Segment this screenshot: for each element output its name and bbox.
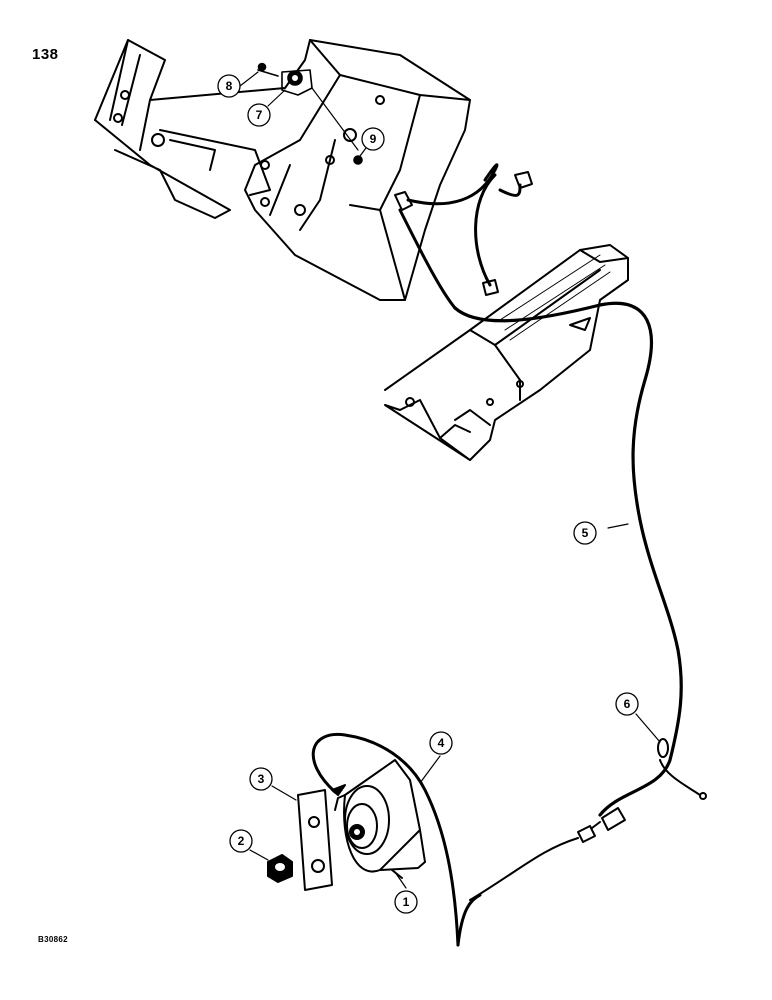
callout-2-label: 2	[238, 834, 245, 848]
callout-2: 2	[229, 829, 253, 853]
horn-wire-lead	[456, 893, 482, 947]
callout-7-label: 7	[256, 108, 263, 122]
page-number: 138	[32, 46, 59, 63]
callout-5-label: 5	[582, 526, 589, 540]
harness-wire	[453, 301, 683, 817]
callout-8-label: 8	[226, 79, 233, 93]
console-frame	[94, 39, 471, 301]
harness-connectors	[469, 738, 707, 901]
callout-9: 9	[361, 127, 385, 151]
callout-3: 3	[249, 767, 273, 791]
callout-8: 8	[217, 74, 241, 98]
callout-4: 4	[429, 731, 453, 755]
callout-9-label: 9	[370, 132, 377, 146]
console-harness	[394, 163, 533, 310]
horn-wire	[311, 732, 460, 947]
callout-3-label: 3	[258, 772, 265, 786]
horn	[331, 759, 426, 879]
callout-6-label: 6	[624, 697, 631, 711]
horn-switch-assembly	[257, 62, 363, 165]
callout-1-label: 1	[403, 895, 410, 909]
fuse-panel-bracket	[384, 244, 629, 461]
callout-6: 6	[615, 692, 639, 716]
callout-4-label: 4	[438, 736, 445, 750]
callout-1: 1	[394, 890, 418, 914]
callout-7: 7	[247, 103, 271, 127]
nut	[267, 854, 293, 883]
callout-5: 5	[573, 521, 597, 545]
callout-leaders	[239, 71, 661, 889]
horn-bracket	[297, 789, 333, 891]
figure-code: B30862	[38, 935, 68, 944]
